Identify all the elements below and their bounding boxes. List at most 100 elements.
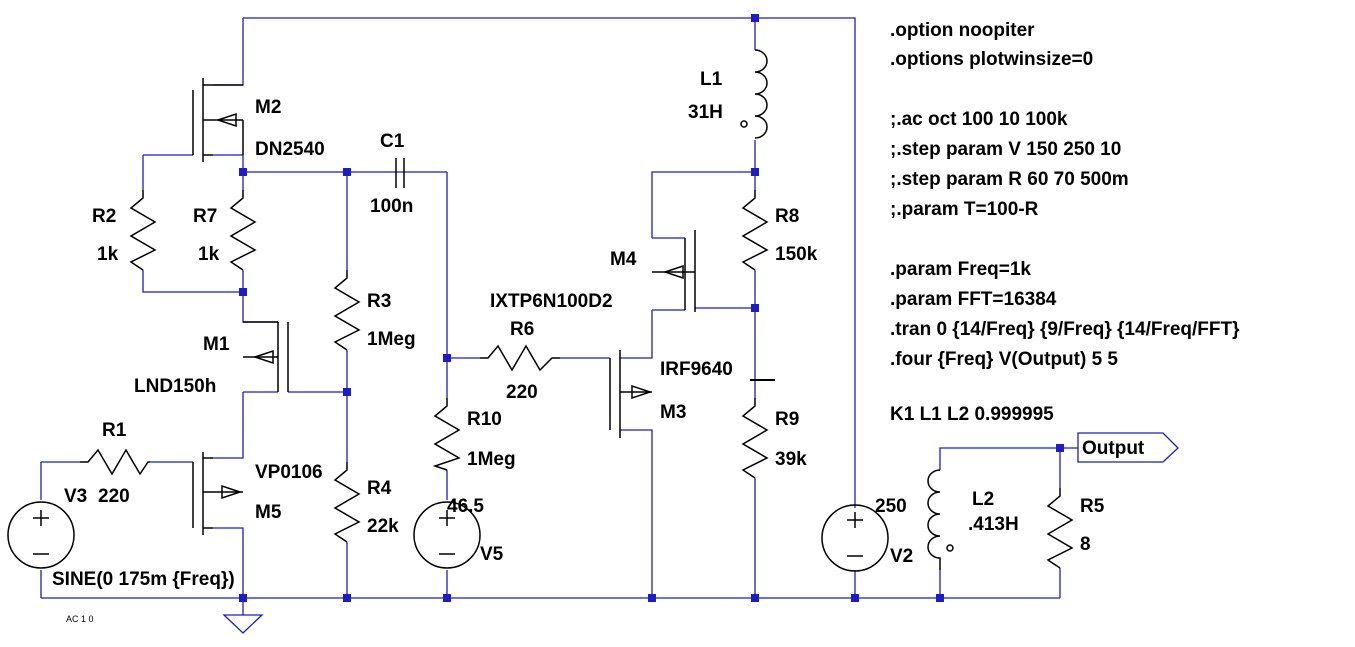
mosfet-m2-symbol (192, 78, 244, 162)
l1-value: 31H (688, 102, 723, 123)
m2-name: M2 (255, 97, 281, 118)
node-dot (648, 594, 656, 602)
voltage-source-v5-symbol (413, 501, 481, 569)
mosfet-m1-symbol (243, 321, 289, 392)
m1-model: LND150h (134, 376, 216, 397)
resistor-r2-symbol (129, 190, 157, 271)
node-dot (851, 594, 859, 602)
directive-line: ;.step param R 60 70 500m (890, 169, 1129, 190)
r6-name: R6 (510, 319, 534, 340)
directive-line: ;.ac oct 100 10 100k (890, 109, 1068, 130)
c1-name: C1 (380, 131, 405, 152)
directive-line: ;.step param V 150 250 10 (890, 139, 1121, 160)
capacitor-c1-symbol (395, 158, 405, 188)
directive-line: .options plotwinsize=0 (890, 49, 1093, 70)
v2-value: 250 (875, 496, 907, 517)
resistor-r6-symbol (480, 344, 560, 372)
r2-value: 1k (97, 244, 119, 265)
node-dot (239, 594, 247, 602)
directive-line: .tran 0 {14/Freq} {9/Freq} {14/Freq/FFT} (890, 319, 1240, 340)
v3-name: V3 (64, 486, 87, 507)
ground-symbol (222, 614, 264, 634)
r7-name: R7 (193, 206, 217, 227)
resistor-r4-symbol (333, 462, 361, 543)
mosfet-m5-symbol (192, 452, 243, 535)
m3-model: IRF9640 (660, 359, 733, 380)
l1-name: L1 (700, 69, 723, 90)
node-dot (343, 594, 351, 602)
resistor-r8-symbol (741, 190, 769, 271)
r10-value: 1Meg (467, 449, 516, 470)
r4-value: 22k (367, 516, 399, 537)
r1-name: R1 (102, 420, 127, 441)
l2-name: L2 (972, 489, 994, 510)
m5-model: VP0106 (255, 462, 323, 483)
m2-model: DN2540 (255, 139, 325, 160)
v3-ac-value: AC 1 0 (66, 614, 94, 624)
m3-name: M3 (660, 402, 686, 423)
r10-name: R10 (467, 409, 502, 430)
node-dot (343, 388, 351, 396)
resistor-r10-symbol (432, 398, 461, 471)
node-dot (751, 168, 759, 176)
wires (40, 17, 1078, 615)
r9-value: 39k (775, 449, 807, 470)
output-net-label: Output (1077, 432, 1179, 463)
r5-value: 8 (1080, 534, 1091, 555)
directive-line: .four {Freq} V(Output) 5 5 (890, 349, 1118, 370)
v2-name: V2 (890, 546, 913, 567)
r7-value: 1k (198, 244, 220, 265)
resistor-r5-symbol (1046, 488, 1074, 569)
mosfet-m4-symbol (652, 230, 696, 312)
r1-value: 220 (98, 486, 130, 507)
m1-name: M1 (203, 334, 230, 355)
resistor-r9-symbol (741, 398, 769, 479)
m4-name: M4 (610, 249, 637, 270)
c1-value: 100n (370, 196, 413, 217)
mosfet-m3-symbol (609, 350, 653, 438)
directive-line: .option noopiter (890, 20, 1035, 41)
node-dot (239, 168, 247, 176)
node-dot (443, 594, 451, 602)
v5-value: 46.5 (447, 496, 484, 517)
node-dot (443, 354, 451, 362)
directive-line: K1 L1 L2 0.999995 (890, 404, 1054, 425)
junction-nodes (239, 14, 1064, 602)
component-labels: M2 DN2540 C1 100n R2 1k R7 1k R3 1Meg M1… (52, 69, 1105, 624)
resistor-symbols (80, 190, 1074, 569)
r5-name: R5 (1080, 496, 1105, 517)
v5-name: V5 (480, 544, 504, 565)
node-dot (751, 304, 759, 312)
voltage-source-v3-symbol (7, 501, 75, 569)
r3-value: 1Meg (367, 329, 416, 350)
spice-directives: .option noopiter .options plotwinsize=0 … (890, 20, 1240, 425)
m5-name: M5 (255, 502, 282, 523)
l2-value: .413H (968, 514, 1019, 535)
r9-name: R9 (775, 409, 799, 430)
node-dot (751, 594, 759, 602)
directive-line: .param Freq=1k (890, 259, 1031, 280)
directive-line: .param FFT=16384 (890, 289, 1057, 310)
output-label-text: Output (1082, 438, 1145, 459)
resistor-r3-symbol (333, 270, 361, 351)
inductor-l2-symbol (927, 469, 954, 570)
r8-value: 150k (775, 244, 818, 265)
r4-name: R4 (367, 478, 392, 499)
inductor-l1-symbol (740, 49, 768, 139)
node-dot (239, 288, 247, 296)
node-dot (343, 168, 351, 176)
r2-name: R2 (92, 206, 116, 227)
directive-line: ;.param T=100-R (890, 199, 1039, 220)
resistor-r7-symbol (229, 190, 257, 271)
r3-name: R3 (367, 291, 391, 312)
r8-name: R8 (775, 206, 799, 227)
v3-value: SINE(0 175m {Freq}) (52, 569, 235, 590)
m4-model: IXTP6N100D2 (490, 291, 613, 312)
r6-value: 220 (506, 382, 538, 403)
voltage-source-v2-symbol (821, 504, 889, 572)
node-dot (751, 14, 759, 22)
resistor-r1-symbol (80, 448, 150, 476)
node-dot (936, 594, 944, 602)
node-dot (1056, 444, 1064, 452)
